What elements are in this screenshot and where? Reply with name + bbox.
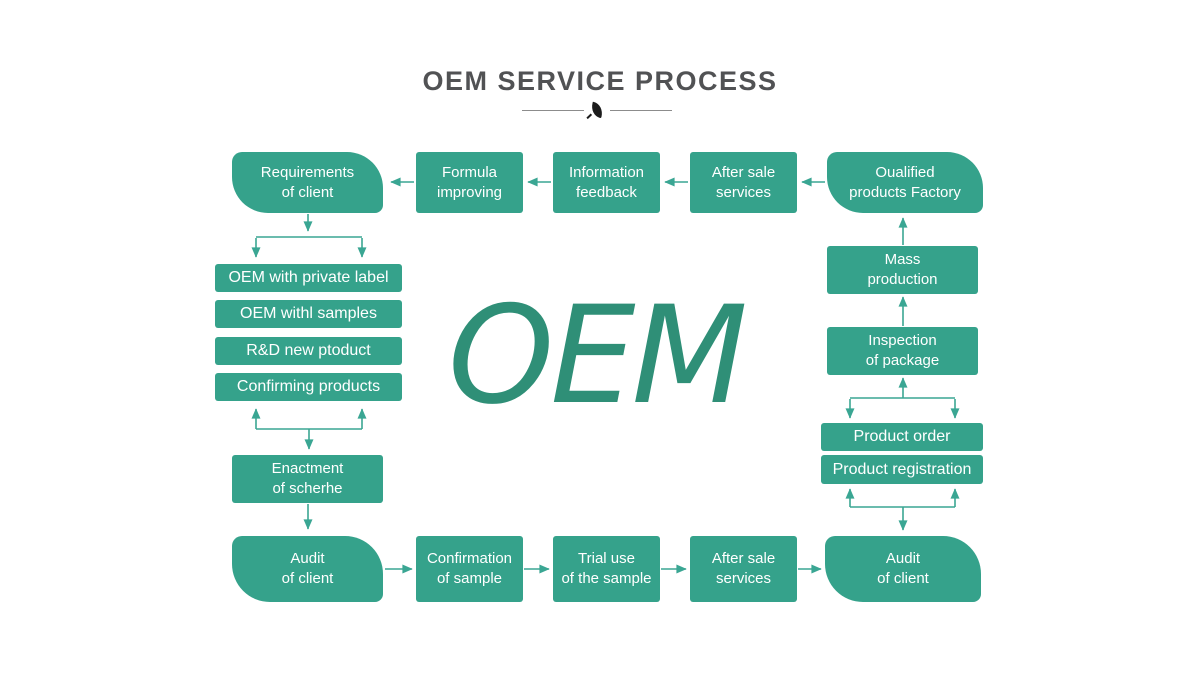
node-confirmation-of-sample: Confirmation of sample xyxy=(416,536,523,602)
divider-line-right xyxy=(610,109,672,111)
node-label: Product registration xyxy=(832,460,972,478)
node-label: Requirements of client xyxy=(260,163,355,201)
node-label: Enactment of scherhe xyxy=(271,460,344,497)
node-information-feedback: Information feedback xyxy=(553,152,660,213)
node-after-sale-services-top: After sale services xyxy=(690,152,797,213)
node-label: Audit of client xyxy=(281,550,334,587)
node-label: Audit of client xyxy=(877,550,929,587)
node-label: Information feedback xyxy=(568,163,645,201)
node-audit-of-client-left: Audit of client xyxy=(232,536,383,602)
node-confirming-products: Confirming products xyxy=(215,373,402,401)
node-label: OEM with private label xyxy=(228,269,389,286)
node-product-order: Product order xyxy=(821,423,983,451)
node-mass-production: Mass production xyxy=(827,246,978,294)
left-branch-arrows xyxy=(251,214,367,258)
node-enactment-of-scheme: Enactment of scherhe xyxy=(232,455,383,503)
node-label: Product order xyxy=(853,428,951,445)
oem-watermark: OEM xyxy=(447,277,748,434)
node-formula-improving: Formula improving xyxy=(416,152,523,213)
divider-line-left xyxy=(522,109,584,111)
node-label: Formula improving xyxy=(436,163,503,201)
node-label: Inspection of package xyxy=(865,332,940,369)
node-label: OEM withl samples xyxy=(240,305,377,322)
node-qualified-products-factory: Oualified products Factory xyxy=(827,152,983,213)
node-label: R&D new ptoduct xyxy=(246,342,371,359)
node-after-sale-services-bottom: After sale services xyxy=(690,536,797,602)
node-label: Mass production xyxy=(867,251,938,288)
node-oem-with-private-label: OEM with private label xyxy=(215,264,402,292)
node-label: Confirming products xyxy=(236,378,381,395)
node-rd-new-product: R&D new ptoduct xyxy=(215,337,402,365)
node-label: Oualified products Factory xyxy=(849,163,961,201)
node-trial-use-of-sample: Trial use of the sample xyxy=(553,536,660,602)
node-inspection-of-package: Inspection of package xyxy=(827,327,978,375)
node-label: Confirmation of sample xyxy=(426,550,513,587)
node-audit-of-client-right: Audit of client xyxy=(825,536,981,602)
leaf-icon xyxy=(589,101,605,119)
node-oem-with-samples: OEM withl samples xyxy=(215,300,402,328)
node-label: After sale services xyxy=(711,163,776,201)
page-title: OEM SERVICE PROCESS xyxy=(422,66,778,96)
node-product-registration: Product registration xyxy=(821,455,983,484)
node-label: After sale services xyxy=(711,550,776,587)
title-divider xyxy=(522,101,672,119)
node-label: Trial use of the sample xyxy=(561,550,652,587)
node-requirements-of-client: Requirements of client xyxy=(232,152,383,213)
